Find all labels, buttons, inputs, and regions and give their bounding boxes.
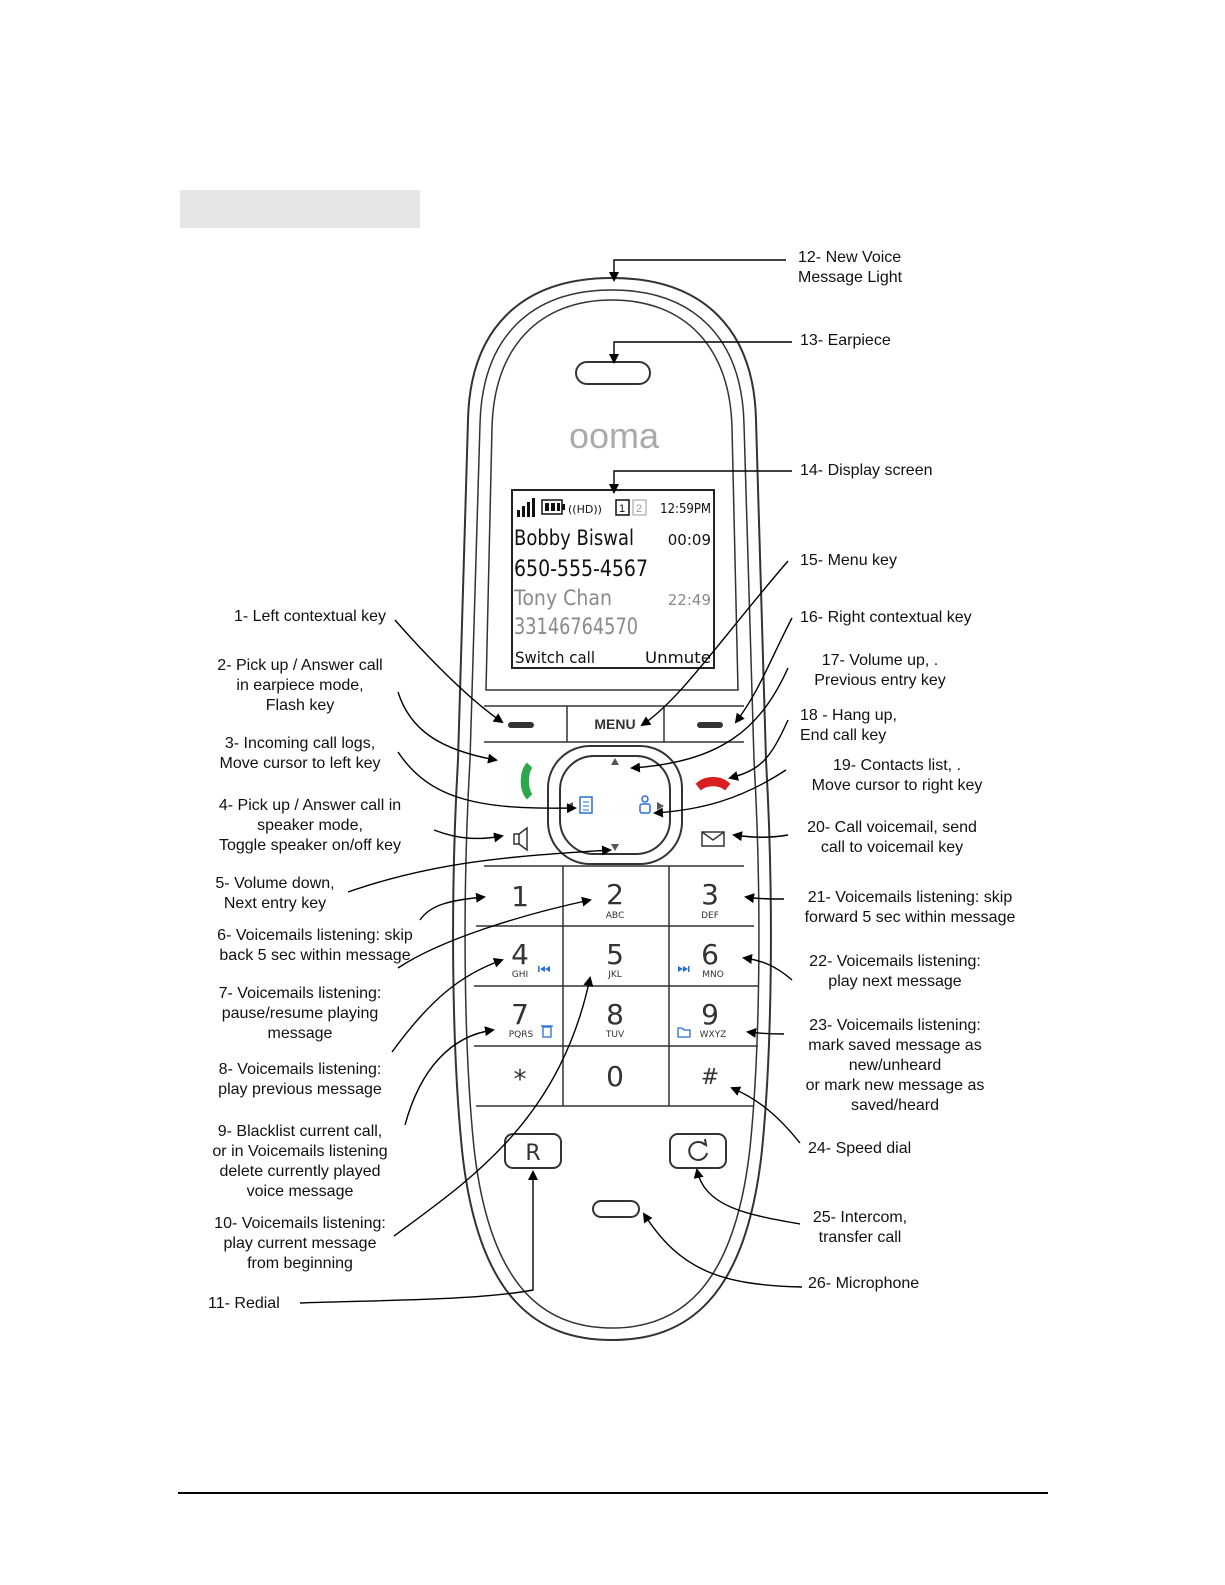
key-5[interactable]: 5 bbox=[606, 938, 624, 971]
callout-26: 26- Microphone bbox=[808, 1275, 920, 1292]
footer-rule bbox=[178, 1492, 1048, 1494]
answer-call-icon[interactable] bbox=[520, 762, 533, 800]
callout-14: 14- Display screen bbox=[800, 462, 933, 479]
callout-leaders bbox=[299, 259, 803, 1304]
key-2-letters: ABC bbox=[606, 911, 624, 921]
line-1-indicator: 1 bbox=[619, 503, 625, 515]
folder-icon bbox=[677, 1027, 691, 1038]
keypad-grid bbox=[474, 866, 758, 1107]
ooma-logo: ooma bbox=[569, 415, 660, 456]
key-hash[interactable]: # bbox=[701, 1065, 719, 1090]
menu-key[interactable]: MENU bbox=[594, 716, 635, 732]
callout-12: 12- New Voice Message Light bbox=[798, 249, 903, 286]
callout-1: 1- Left contextual key bbox=[233, 608, 387, 625]
voicemail-icon[interactable] bbox=[701, 831, 725, 847]
hd-indicator: ((HD)) bbox=[568, 503, 602, 516]
left-contextual-key[interactable] bbox=[508, 722, 534, 728]
key-3[interactable]: 3 bbox=[701, 878, 719, 911]
held-caller-number: 33146764570 bbox=[514, 615, 638, 640]
key-6[interactable]: 6 bbox=[701, 938, 719, 971]
trash-icon bbox=[541, 1025, 553, 1038]
callout-20: 20- Call voicemail, send call to voicema… bbox=[807, 819, 977, 856]
callout-2: 2- Pick up / Answer call in earpiece mod… bbox=[217, 657, 383, 714]
key-7[interactable]: 7 bbox=[511, 998, 529, 1031]
skip-back-icon bbox=[538, 966, 550, 972]
earpiece bbox=[575, 361, 651, 385]
held-caller-name: Tony Chan bbox=[513, 586, 612, 610]
key-4[interactable]: 4 bbox=[511, 938, 529, 971]
key-0[interactable]: 0 bbox=[606, 1060, 624, 1093]
callout-25: 25- Intercom, transfer call bbox=[812, 1209, 908, 1246]
handset-body bbox=[452, 276, 772, 1342]
active-caller-number: 650-555-4567 bbox=[514, 557, 648, 582]
clock-time: 12:59PM bbox=[660, 502, 711, 517]
key-2[interactable]: 2 bbox=[606, 878, 624, 911]
right-contextual-key[interactable] bbox=[697, 722, 723, 728]
redial-key[interactable] bbox=[504, 1133, 562, 1169]
callout-5: 5- Volume down, Next entry key bbox=[215, 875, 335, 912]
callout-4: 4- Pick up / Answer call in speaker mode… bbox=[218, 797, 402, 854]
active-caller-name: Bobby Biswal bbox=[514, 526, 634, 550]
callout-19: 19- Contacts list, . Move cursor to righ… bbox=[811, 757, 983, 794]
redial-label: R bbox=[525, 1141, 540, 1166]
callout-24: 24- Speed dial bbox=[808, 1140, 912, 1157]
intercom-icon bbox=[688, 1138, 708, 1161]
signal-icon bbox=[517, 498, 535, 517]
navigation-pad[interactable] bbox=[547, 745, 683, 865]
active-call-duration: 00:09 bbox=[668, 531, 711, 549]
battery-icon bbox=[541, 499, 565, 515]
callout-3: 3- Incoming call logs, Move cursor to le… bbox=[219, 735, 381, 772]
key-8-letters: TUV bbox=[605, 1030, 625, 1040]
key-7-letters: PQRS bbox=[509, 1030, 534, 1040]
top-key-row bbox=[484, 705, 744, 743]
softkey-left-label: Switch call bbox=[515, 648, 595, 667]
callout-21: 21- Voicemails listening: skip forward 5… bbox=[804, 889, 1016, 926]
section-heading-bar bbox=[180, 190, 420, 228]
callout-22: 22- Voicemails listening: play next mess… bbox=[809, 953, 981, 990]
callout-13: 13- Earpiece bbox=[800, 332, 891, 349]
skip-forward-icon bbox=[678, 966, 690, 972]
callout-23: 23- Voicemails listening: mark saved mes… bbox=[805, 1017, 985, 1114]
speaker-icon[interactable] bbox=[513, 826, 528, 852]
display-screen: ((HD)) 1 2 12:59PM Bobby Biswal 00:09 65… bbox=[511, 489, 715, 669]
callout-18: 18 - Hang up, End call key bbox=[800, 707, 897, 744]
callout-6: 6- Voicemails listening: skip back 5 sec… bbox=[217, 927, 413, 964]
microphone bbox=[592, 1200, 640, 1218]
key-5-letters: JKL bbox=[607, 970, 622, 980]
key-6-letters: MNO bbox=[702, 970, 724, 980]
key-8[interactable]: 8 bbox=[606, 998, 624, 1031]
callout-9: 9- Blacklist current call, or in Voicema… bbox=[212, 1123, 388, 1200]
callout-10: 10- Voicemails listening: play current m… bbox=[214, 1215, 386, 1272]
contacts-icon bbox=[639, 795, 651, 814]
callout-7: 7- Voicemails listening: pause/resume pl… bbox=[218, 985, 382, 1042]
key-3-letters: DEF bbox=[701, 911, 719, 921]
callout-16: 16- Right contextual key bbox=[800, 609, 972, 626]
key-1[interactable]: 1 bbox=[511, 880, 529, 913]
key-9[interactable]: 9 bbox=[701, 998, 719, 1031]
callout-17: 17- Volume up, . Previous entry key bbox=[814, 652, 946, 689]
hang-up-icon[interactable] bbox=[695, 777, 731, 791]
held-call-duration: 22:49 bbox=[668, 591, 711, 609]
call-log-icon bbox=[579, 796, 593, 814]
line-2-indicator: 2 bbox=[636, 503, 642, 515]
key-star[interactable]: * bbox=[514, 1065, 527, 1095]
callout-11: 11- Redial bbox=[208, 1295, 280, 1312]
intercom-key[interactable] bbox=[669, 1133, 727, 1169]
key-9-letters: WXYZ bbox=[700, 1030, 727, 1040]
callout-8: 8- Voicemails listening: play previous m… bbox=[218, 1061, 382, 1098]
key-4-letters: GHI bbox=[512, 970, 528, 980]
softkey-right-label: Unmute bbox=[645, 648, 711, 667]
callout-15: 15- Menu key bbox=[800, 552, 897, 569]
